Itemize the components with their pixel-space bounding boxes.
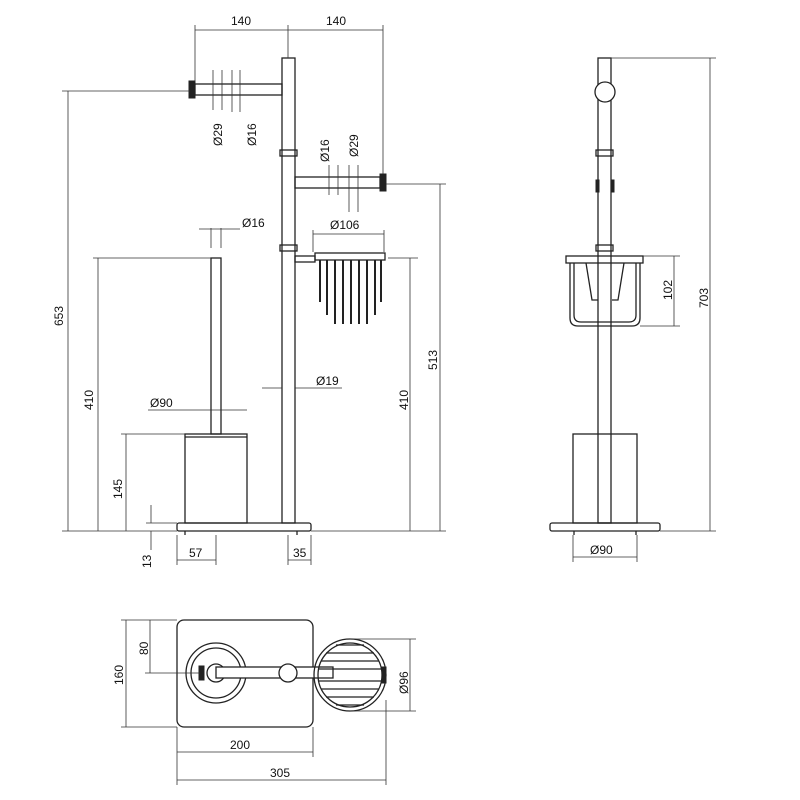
dim-d16-brush: Ø16 <box>242 216 265 230</box>
front-brush-cup <box>184 433 248 524</box>
dim-410-left: 410 <box>82 390 96 410</box>
side-holder-end <box>594 81 616 103</box>
dim-d96: Ø96 <box>397 671 411 694</box>
side-main-pole <box>597 57 612 524</box>
dim-13: 13 <box>140 554 154 568</box>
dim-d19: Ø19 <box>316 374 339 388</box>
front-basket <box>314 252 386 324</box>
dim-513: 513 <box>426 350 440 370</box>
dim-d90-side: Ø90 <box>590 543 613 557</box>
front-main-pole <box>281 57 296 524</box>
dim-200: 200 <box>230 738 250 752</box>
dim-35: 35 <box>293 546 307 560</box>
dim-102: 102 <box>661 280 675 300</box>
dim-57: 57 <box>189 546 203 560</box>
dim-703: 703 <box>697 288 711 308</box>
dim-d106: Ø106 <box>330 218 360 232</box>
dim-410-right: 410 <box>397 390 411 410</box>
dim-80: 80 <box>137 641 151 655</box>
dim-140-right: 140 <box>326 14 346 28</box>
front-base-plate <box>176 522 312 532</box>
dim-d29-upper: Ø29 <box>211 123 225 146</box>
side-brush-cup <box>572 433 638 524</box>
dim-140-left: 140 <box>231 14 251 28</box>
side-view: 102 703 Ø90 <box>549 57 716 562</box>
dim-d29-right: Ø29 <box>347 134 361 157</box>
front-view: 140 140 Ø29 Ø16 Ø16 Ø29 Ø16 Ø106 Ø19 Ø90 <box>52 14 446 568</box>
dim-d16-right: Ø16 <box>318 139 332 162</box>
dim-145: 145 <box>111 479 125 499</box>
side-base-plate <box>549 522 661 532</box>
dim-653: 653 <box>52 306 66 326</box>
top-pole <box>278 663 298 683</box>
front-upper-holder-arm <box>194 83 283 96</box>
front-brush-handle <box>210 257 222 435</box>
top-basket <box>313 638 387 712</box>
top-holder-arm <box>215 666 334 679</box>
dim-d16-upper: Ø16 <box>245 123 259 146</box>
front-lower-holder-arm <box>294 176 381 189</box>
top-view: 80 160 Ø96 200 305 <box>112 619 416 785</box>
dim-d90-front: Ø90 <box>150 396 173 410</box>
dim-305: 305 <box>270 766 290 780</box>
side-basket <box>565 255 644 327</box>
dim-160: 160 <box>112 665 126 685</box>
